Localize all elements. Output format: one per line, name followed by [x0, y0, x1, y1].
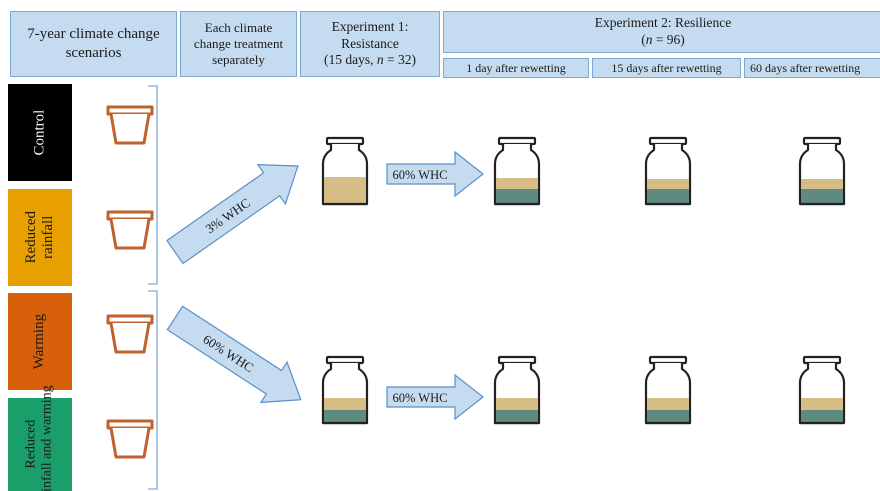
- jar-icon-60day-lower: [798, 355, 846, 425]
- bracket-lower: [148, 290, 158, 490]
- header-treatment: Each climate change treatment separately: [180, 11, 297, 77]
- header-treatment-line1: Each climate: [204, 19, 273, 35]
- pot-icon-rainfall-and-warming: [106, 419, 154, 459]
- header-exp1-title: Experiment 1:: [331, 18, 409, 34]
- header-exp1-sub2-pre: (15 days,: [324, 52, 377, 68]
- header-scenarios: 7-year climate change scenarios: [10, 11, 177, 77]
- arrow-lower-diagonal: 60% WHC: [166, 305, 302, 404]
- header-timepoint-60: 60 days after rewetting: [744, 58, 880, 78]
- arrow-upper-diagonal: 3% WHC: [166, 164, 299, 265]
- header-treatment-line3: separately: [212, 52, 265, 68]
- treatment-rainfall-and-warming: Reduced rainfall and warming: [8, 386, 72, 491]
- header-exp2-sub-post: = 96): [652, 32, 685, 47]
- header-experiment-1: Experiment 1: Resistance (15 days, n = 3…: [300, 11, 440, 77]
- treatment-warming: Warming: [8, 293, 72, 390]
- header-timepoint-15-text: 15 days after rewetting: [611, 60, 722, 75]
- pot-icon-reduced-rainfall: [106, 210, 154, 250]
- header-experiment-2: Experiment 2: Resilience (n = 96): [443, 11, 880, 53]
- jar-icon-15day-upper: [644, 136, 692, 206]
- treatment-reduced-rainfall: Reduced rainfall: [8, 189, 72, 286]
- header-exp2-title: Experiment 2: Resilience: [594, 15, 732, 31]
- pot-icon-warming: [106, 314, 154, 354]
- header-exp1-sub2: (15 days, n = 32): [324, 52, 416, 69]
- jar-icon-1day-upper: [493, 136, 541, 206]
- header-exp2-n: n: [645, 32, 653, 47]
- header-exp1-n: n: [376, 52, 384, 68]
- arrow-lower-horizontal: 60% WHC: [386, 373, 484, 421]
- header-timepoint-1-text: 1 day after rewetting: [466, 60, 566, 75]
- jar-icon-60day-upper: [798, 136, 846, 206]
- jar-icon-exp1-wet: [321, 355, 369, 425]
- header-exp2-sub: (n = 96): [641, 32, 685, 49]
- arrow-upper-horizontal-label: 60% WHC: [393, 168, 448, 182]
- header-exp2-sub-pre: (: [641, 32, 646, 47]
- treatment-control: Control: [8, 84, 72, 181]
- header-exp1-sub2-post: = 32): [383, 52, 416, 68]
- jar-icon-exp1-dry: [321, 136, 369, 206]
- header-timepoint-60-text: 60 days after rewetting: [750, 60, 861, 75]
- bracket-upper: [148, 85, 158, 285]
- header-timepoint-15: 15 days after rewetting: [592, 58, 741, 78]
- pot-icon-control: [106, 105, 154, 145]
- header-exp1-sub1: Resistance: [341, 35, 399, 51]
- jar-icon-15day-lower: [644, 355, 692, 425]
- arrow-upper-horizontal: 60% WHC: [386, 150, 484, 198]
- header-timepoint-1: 1 day after rewetting: [443, 58, 589, 78]
- header-scenarios-text: 7-year climate change scenarios: [27, 26, 160, 61]
- header-treatment-line2: change treatment: [193, 35, 284, 51]
- arrow-lower-horizontal-label: 60% WHC: [393, 391, 448, 405]
- jar-icon-1day-lower: [493, 355, 541, 425]
